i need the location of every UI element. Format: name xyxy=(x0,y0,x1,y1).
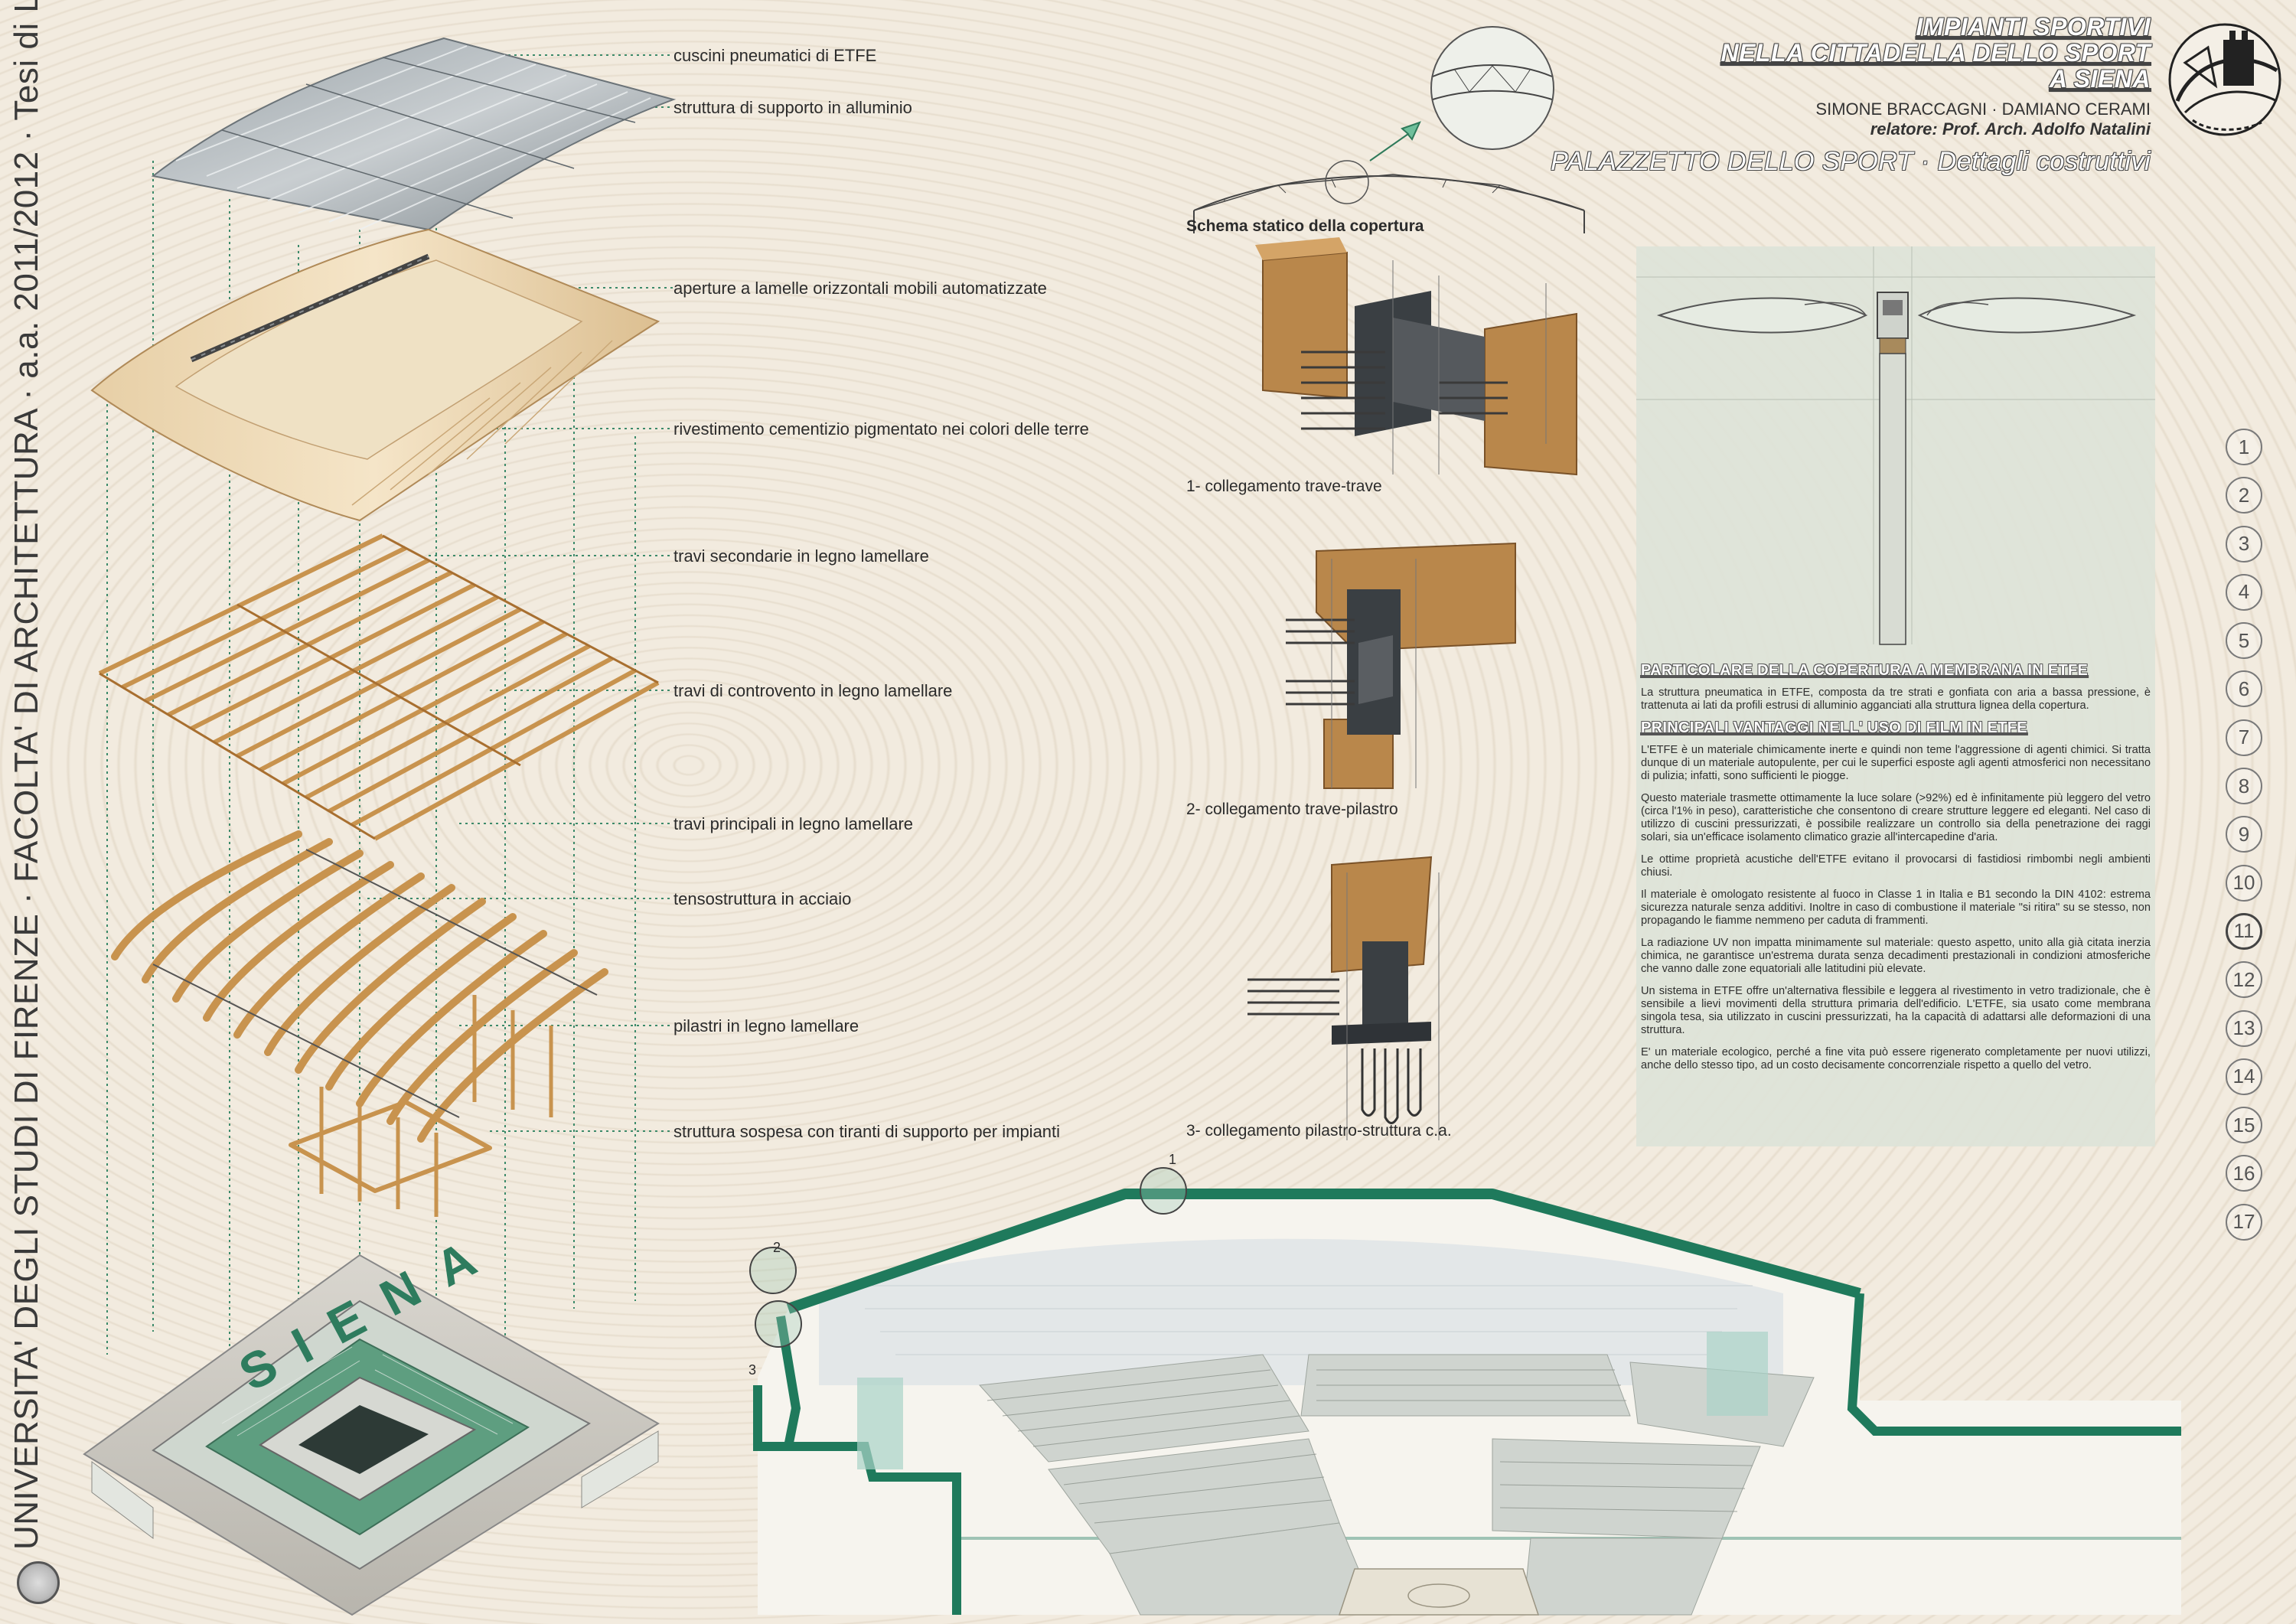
nav-page-12[interactable]: 12 xyxy=(2226,961,2262,999)
page-navigation: 1 2 3 4 5 6 7 8 9 10 11 12 13 14 15 16 1… xyxy=(2226,429,2272,1252)
panel-paragraph: L'ETFE è un materiale chimicamente inert… xyxy=(1641,744,2151,782)
university-seal-icon xyxy=(17,1561,60,1604)
label-movable-lamellae: aperture a lamelle orizzontali mobili au… xyxy=(673,279,1047,298)
label-aluminium-support: struttura di supporto in alluminio xyxy=(673,98,912,117)
authors: SIMONE BRACCAGNI · DAMIANO CERAMI xyxy=(1815,99,2151,119)
suspended-ring xyxy=(289,1100,492,1193)
detail-2-caption: 2- collegamento trave-pilastro xyxy=(1186,801,1398,818)
etfe-panel: PARTICOLARE DELLA COPERTURA A MEMBRANA I… xyxy=(1636,246,2155,1146)
label-columns: pilastri in legno lamellare xyxy=(673,1016,859,1035)
bracing-beams-layer xyxy=(99,534,659,840)
panel-heading-1: PARTICOLARE DELLA COPERTURA A MEMBRANA I… xyxy=(1641,662,2089,679)
panel-heading-2: PRINCIPALI VANTAGGI NELL' USO DI FILM IN… xyxy=(1641,719,2027,736)
nav-page-9[interactable]: 9 xyxy=(2226,816,2262,853)
nav-page-4[interactable]: 4 xyxy=(2226,573,2262,611)
panel-paragraph: La radiazione UV non impatta minimamente… xyxy=(1641,937,2151,975)
nav-page-7[interactable]: 7 xyxy=(2226,719,2262,756)
etfe-cushions-layer xyxy=(151,37,677,231)
nav-page-10[interactable]: 10 xyxy=(2226,864,2262,902)
detail-1-beam-beam xyxy=(1255,237,1577,476)
etfe-cushion-detail xyxy=(1636,246,2155,645)
nav-page-6[interactable]: 6 xyxy=(2226,670,2262,708)
label-steel-tension: tensostruttura in acciaio xyxy=(673,889,852,908)
page-subtitle: PALAZZETTO DELLO SPORT · Dettagli costru… xyxy=(1551,147,2151,176)
detail-3-column-foundation xyxy=(1247,856,1440,1140)
panel-paragraph: Questo materiale trasmette ottimamente l… xyxy=(1641,792,2151,843)
nav-page-2[interactable]: 2 xyxy=(2226,477,2262,514)
secondary-beams-layer xyxy=(98,533,660,841)
label-secondary-beams: travi secondarie in legno lamellare xyxy=(673,546,929,566)
section-marker-1: 1 xyxy=(1169,1152,1177,1167)
advisor: relatore: Prof. Arch. Adolfo Natalini xyxy=(1870,119,2151,139)
nav-page-5[interactable]: 5 xyxy=(2226,622,2262,660)
label-main-beams: travi principali in legno lamellare xyxy=(673,814,914,833)
nav-page-17[interactable]: 17 xyxy=(2226,1203,2262,1241)
detail-1-caption: 1- collegamento trave-trave xyxy=(1186,478,1382,495)
arena-3d-view xyxy=(83,1254,660,1616)
title-line-2: NELLA CITTADELLA DELLO SPORT xyxy=(1720,39,2151,67)
project-logo-icon xyxy=(2168,23,2281,136)
nav-page-8[interactable]: 8 xyxy=(2226,768,2262,805)
static-scheme-diagram xyxy=(1193,26,1585,233)
section-perspective xyxy=(749,1167,2181,1616)
label-suspended-structure: struttura sospesa con tiranti di support… xyxy=(673,1122,1061,1141)
nav-page-16[interactable]: 16 xyxy=(2226,1155,2262,1192)
nav-page-11[interactable]: 11 xyxy=(2226,912,2262,950)
panel-paragraph: Il materiale è omologato resistente al f… xyxy=(1641,889,2151,927)
etfe-text-block: PARTICOLARE DELLA COPERTURA A MEMBRANA I… xyxy=(1636,660,2155,1081)
detail-3-caption: 3- collegamento pilastro-struttura c.a. xyxy=(1186,1122,1452,1140)
panel-paragraph: E' un materiale ecologico, perché a fine… xyxy=(1641,1046,2151,1071)
nav-page-3[interactable]: 3 xyxy=(2226,525,2262,563)
label-etfe-cushions: cuscini pneumatici di ETFE xyxy=(673,46,877,65)
panel-intro: La struttura pneumatica in ETFE, compost… xyxy=(1641,686,2151,712)
label-bracing-beams: travi di controvento in legno lamellare xyxy=(673,681,953,700)
nav-page-15[interactable]: 15 xyxy=(2226,1107,2262,1144)
static-scheme-caption: Schema statico della copertura xyxy=(1186,217,1424,235)
exploded-axonometry xyxy=(83,37,677,1616)
title-line-1: IMPIANTI SPORTIVI xyxy=(1916,13,2151,41)
label-cement-cladding: rivestimento cementizio pigmentato nei c… xyxy=(673,419,1089,439)
steel-tension-structure xyxy=(152,849,598,1118)
title-line-3: A SIENA xyxy=(2049,65,2151,93)
title-block: IMPIANTI SPORTIVI NELLA CITTADELLA DELLO… xyxy=(1551,14,2151,177)
nav-page-13[interactable]: 13 xyxy=(2226,1009,2262,1047)
panel-paragraph: Un sistema in ETFE offre un'alternativa … xyxy=(1641,985,2151,1036)
nav-page-1[interactable]: 1 xyxy=(2226,429,2262,465)
section-marker-3: 3 xyxy=(748,1362,757,1378)
nav-page-14[interactable]: 14 xyxy=(2226,1058,2262,1095)
detail-2-beam-column xyxy=(1286,542,1516,789)
cement-cladding-layer xyxy=(90,228,660,522)
panel-paragraph: Le ottime proprietà acustiche dell'ETFE … xyxy=(1641,853,2151,879)
section-marker-2: 2 xyxy=(773,1240,781,1255)
